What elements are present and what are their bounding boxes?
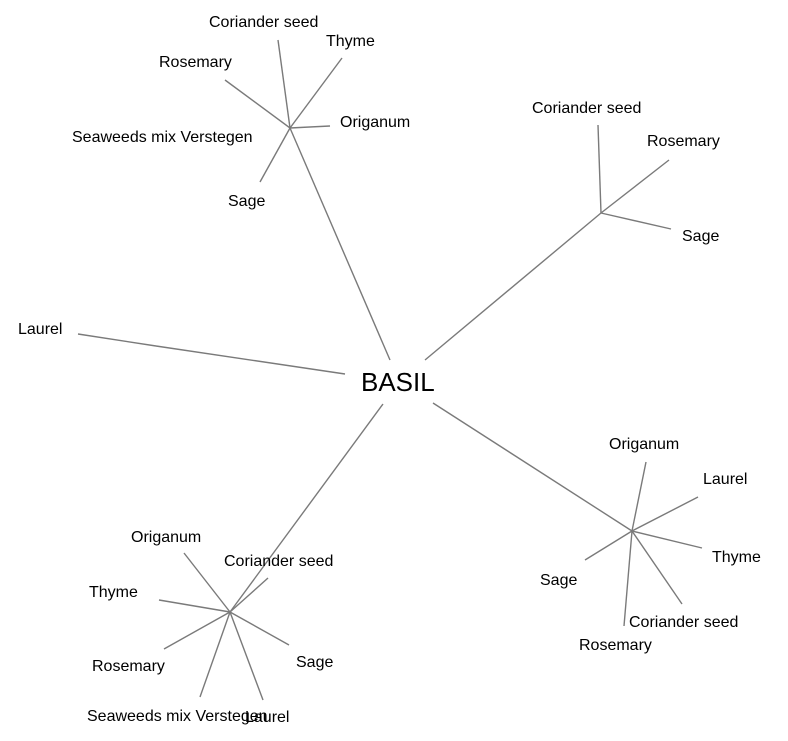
edge-branch-bottom-left-origanum xyxy=(183,552,231,613)
node-rosemary[interactable]: Rosemary xyxy=(647,133,720,150)
edge-branch-bottom-right-rosemary xyxy=(623,530,633,627)
node-laurel[interactable]: Laurel xyxy=(245,709,289,726)
edge-root-to-branch-left xyxy=(155,345,346,375)
edge-branch-top-left-coriander-seed xyxy=(277,39,291,129)
node-origanum[interactable]: Origanum xyxy=(609,436,679,453)
edge-root-to-branch-bottom-left xyxy=(229,403,384,613)
edge-branch-bottom-right-laurel xyxy=(631,496,699,532)
edge-branch-top-left-rosemary xyxy=(224,79,291,129)
edge-branch-top-left-thyme xyxy=(289,57,343,129)
node-rosemary[interactable]: Rosemary xyxy=(159,54,232,71)
edge-branch-top-right-sage xyxy=(600,212,672,230)
edge-root-to-branch-top-right xyxy=(424,212,602,361)
edge-branch-top-left-origanum xyxy=(289,125,331,129)
edge-branch-top-right-rosemary xyxy=(600,159,670,214)
node-thyme[interactable]: Thyme xyxy=(326,33,375,50)
edge-branch-left-laurel xyxy=(77,333,157,347)
edge-branch-bottom-left-laurel xyxy=(229,611,264,701)
node-seaweeds-mix-verstegen[interactable]: Seaweeds mix Verstegen xyxy=(72,129,253,146)
edge-root-to-branch-top-left xyxy=(289,127,391,361)
edge-branch-top-left-sage xyxy=(259,127,291,183)
edge-branch-bottom-left-thyme xyxy=(158,599,231,613)
edges-layer xyxy=(77,39,703,701)
node-rosemary[interactable]: Rosemary xyxy=(579,637,652,654)
edge-branch-bottom-left-seaweeds-mix-verstegen xyxy=(199,611,231,698)
edge-branch-top-right-coriander-seed xyxy=(597,124,602,214)
node-sage[interactable]: Sage xyxy=(682,228,719,245)
edge-branch-bottom-left-sage xyxy=(229,611,290,646)
edge-branch-bottom-left-coriander-seed xyxy=(229,577,269,613)
node-origanum[interactable]: Origanum xyxy=(131,529,201,546)
node-coriander-seed[interactable]: Coriander seed xyxy=(209,14,318,31)
node-sage[interactable]: Sage xyxy=(228,193,265,210)
edge-branch-bottom-right-coriander-seed xyxy=(631,530,683,605)
node-sage[interactable]: Sage xyxy=(296,654,333,671)
edge-branch-bottom-left-rosemary xyxy=(163,611,231,650)
edge-root-to-branch-bottom-right xyxy=(432,402,633,532)
node-sage[interactable]: Sage xyxy=(540,572,577,589)
root-node-basil[interactable]: BASIL xyxy=(361,367,435,397)
node-coriander-seed[interactable]: Coriander seed xyxy=(224,553,333,570)
node-laurel[interactable]: Laurel xyxy=(18,321,62,338)
node-thyme[interactable]: Thyme xyxy=(712,549,761,566)
edge-branch-bottom-right-thyme xyxy=(631,530,703,549)
node-coriander-seed[interactable]: Coriander seed xyxy=(532,100,641,117)
node-laurel[interactable]: Laurel xyxy=(703,471,747,488)
edge-branch-bottom-right-origanum xyxy=(631,461,647,532)
node-coriander-seed[interactable]: Coriander seed xyxy=(629,614,738,631)
edge-branch-bottom-right-sage xyxy=(584,530,633,561)
node-rosemary[interactable]: Rosemary xyxy=(92,658,165,675)
node-thyme[interactable]: Thyme xyxy=(89,584,138,601)
node-seaweeds-mix-verstegen[interactable]: Seaweeds mix Verstegen xyxy=(87,708,268,725)
node-origanum[interactable]: Origanum xyxy=(340,114,410,131)
